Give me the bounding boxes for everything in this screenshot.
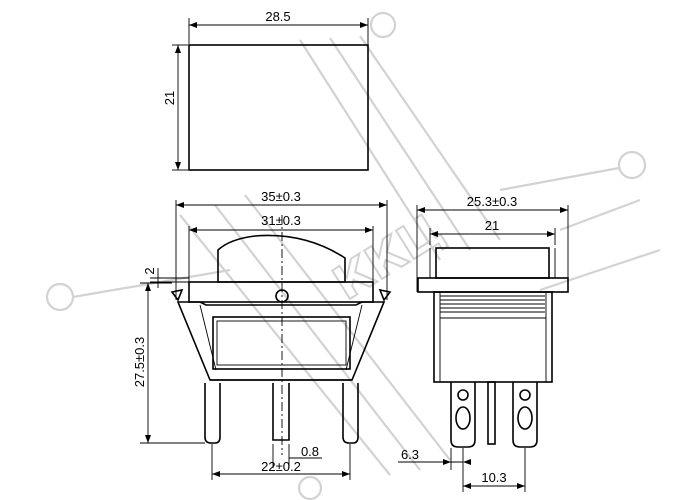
side-inner-width-label: 21 [485, 218, 499, 233]
front-inner-width-label: 31±0.3 [261, 213, 301, 228]
front-view: 35±0.3 31±0.3 2 [132, 189, 392, 480]
side-outer-width-label: 25.3±0.3 [467, 194, 518, 209]
dimension-arrows [443, 459, 471, 465]
terminal-hole [519, 389, 531, 401]
watermark-line [359, 35, 501, 241]
body-edge [345, 304, 363, 371]
side-center-pin [487, 381, 496, 445]
pin-middle [272, 383, 290, 441]
watermark-circle-bottom [297, 475, 323, 500]
watermark-line [214, 204, 421, 471]
side-terminal-left [450, 382, 476, 448]
front-outer-width-label: 35±0.3 [261, 189, 301, 204]
terminal-slot [517, 406, 533, 430]
side-clip-left [170, 288, 184, 302]
top-width-label: 28.5 [265, 9, 290, 24]
watermark-line [244, 194, 451, 461]
front-pin-spacing-label: 22±0.2 [261, 459, 301, 474]
indicator-window-inner [216, 320, 347, 366]
watermark-line [539, 248, 661, 292]
side-ribs [440, 295, 545, 313]
indicator-window [212, 316, 351, 370]
terminal-slot [455, 406, 471, 430]
side-pin-offset-label: 6.3 [401, 447, 419, 462]
watermark-line [499, 166, 620, 192]
pin-left [204, 383, 221, 444]
watermark-line [72, 268, 231, 299]
side-pin-spacing-label: 10.3 [481, 470, 506, 485]
watermark-line [559, 198, 641, 232]
top-view-outline [188, 44, 369, 171]
side-terminal-right [512, 382, 538, 448]
rocker-button [217, 234, 346, 283]
top-view: 28.5 21 [162, 9, 369, 171]
watermark-circle-left [45, 282, 75, 312]
front-rocker-offset-label: 2 [142, 267, 157, 274]
watermark-circle-top [369, 11, 397, 39]
top-height-label: 21 [162, 91, 177, 105]
watermark-line [329, 37, 471, 251]
side-body [433, 291, 553, 383]
watermark-circle-right [617, 150, 647, 180]
pin-right [342, 383, 359, 444]
side-rocker [435, 247, 550, 279]
watermark-line [179, 214, 391, 476]
front-pin-width-label: 0.8 [301, 444, 319, 459]
side-flange [417, 277, 569, 293]
side-clip-right [378, 288, 392, 302]
terminal-hole [457, 389, 469, 401]
side-view: 25.3±0.3 21 [398, 194, 569, 492]
front-body-height-label: 27.5±0.3 [132, 337, 147, 388]
